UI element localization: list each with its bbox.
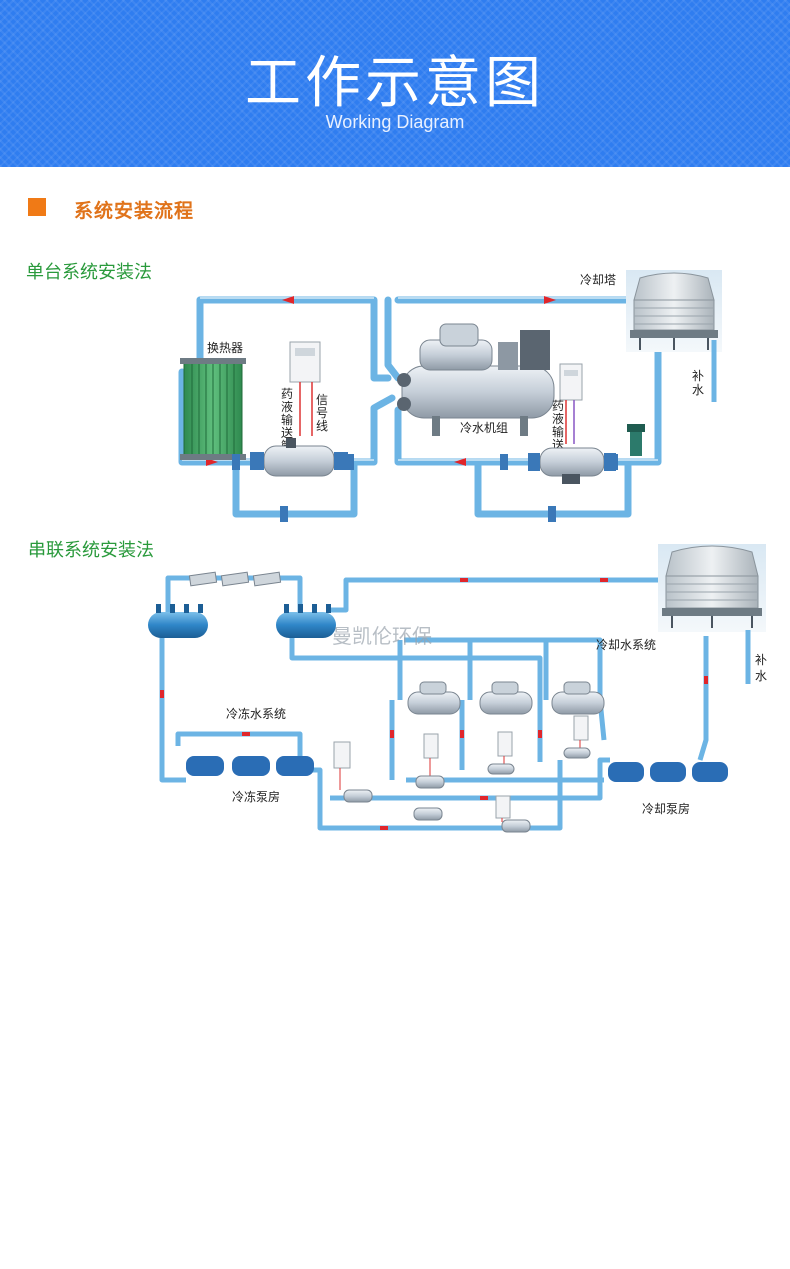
vertical-label-char: 水 xyxy=(755,669,767,683)
vertical-label-char: 药 xyxy=(552,399,564,413)
vertical-label-char: 补 xyxy=(755,653,767,667)
cooling-tower-icon xyxy=(626,270,722,352)
cooling-pump-room-label: 冷却泵房 xyxy=(642,801,690,816)
vertical-label-char: 药 xyxy=(281,387,293,401)
manifold-icon xyxy=(148,604,208,638)
series-system-title: 串联系统安装法 xyxy=(28,540,154,561)
pump-icon xyxy=(608,762,728,782)
page-subtitle: Working Diagram xyxy=(325,112,465,132)
cooling-tower-label: 冷却塔 xyxy=(580,273,616,287)
chiller-icon xyxy=(551,681,605,715)
cooling-tower-icon xyxy=(658,544,766,632)
page-title: 工作示意图 xyxy=(245,51,545,116)
vertical-label-char: 线 xyxy=(316,419,328,433)
flow-arrows-single xyxy=(206,296,556,466)
manifold-icon xyxy=(276,604,336,638)
chiller-icon xyxy=(479,681,533,715)
chiller-icon xyxy=(397,323,555,436)
chiller-label: 冷水机组 xyxy=(460,421,508,435)
section-title: 系统安装流程 xyxy=(74,200,195,222)
cooling-water-system-label: 冷却水系统 xyxy=(596,638,656,652)
fan-coil-icon xyxy=(188,571,282,587)
chilled-water-system-label: 冷冻水系统 xyxy=(226,706,286,721)
control-cabinet-icon xyxy=(289,341,321,436)
section-marker xyxy=(28,198,46,216)
heat-exchanger-icon xyxy=(180,358,246,460)
makeup-water-label-series: 补水 xyxy=(755,653,767,683)
filter-icon xyxy=(528,447,616,484)
vertical-label-char: 水 xyxy=(692,383,704,397)
control-cabinet-icon xyxy=(559,363,583,444)
chilled-pump-room-label: 冷冻泵房 xyxy=(232,789,280,804)
vertical-label-char: 液 xyxy=(281,399,293,414)
signal-line-label: 信号线 xyxy=(316,393,328,433)
pump-icon xyxy=(186,756,314,776)
vertical-label-char: 补 xyxy=(692,369,704,383)
vertical-label-char: 输 xyxy=(281,412,293,427)
watermark: 曼凯伦环保 xyxy=(332,624,432,648)
chiller-icon xyxy=(407,681,461,715)
pump-icon xyxy=(627,424,645,456)
single-system-title: 单台系统安装法 xyxy=(26,262,152,283)
vertical-label-char: 输 xyxy=(552,424,564,439)
vertical-label-char: 液 xyxy=(552,411,564,426)
vertical-label-char: 信 xyxy=(316,393,328,407)
header-banner: 工作示意图 Working Diagram xyxy=(0,0,790,167)
flow-markers-series xyxy=(160,578,708,830)
control-cabinet-icon xyxy=(333,715,589,819)
heat-exchanger-label: 换热器 xyxy=(207,341,243,355)
filter-icon xyxy=(250,438,348,477)
vertical-label-char: 送 xyxy=(281,425,293,440)
series-system-pipes xyxy=(159,575,709,831)
vertical-label-char: 号 xyxy=(316,406,328,420)
makeup-water-label: 补水 xyxy=(692,369,704,397)
filter-icon xyxy=(343,747,591,833)
